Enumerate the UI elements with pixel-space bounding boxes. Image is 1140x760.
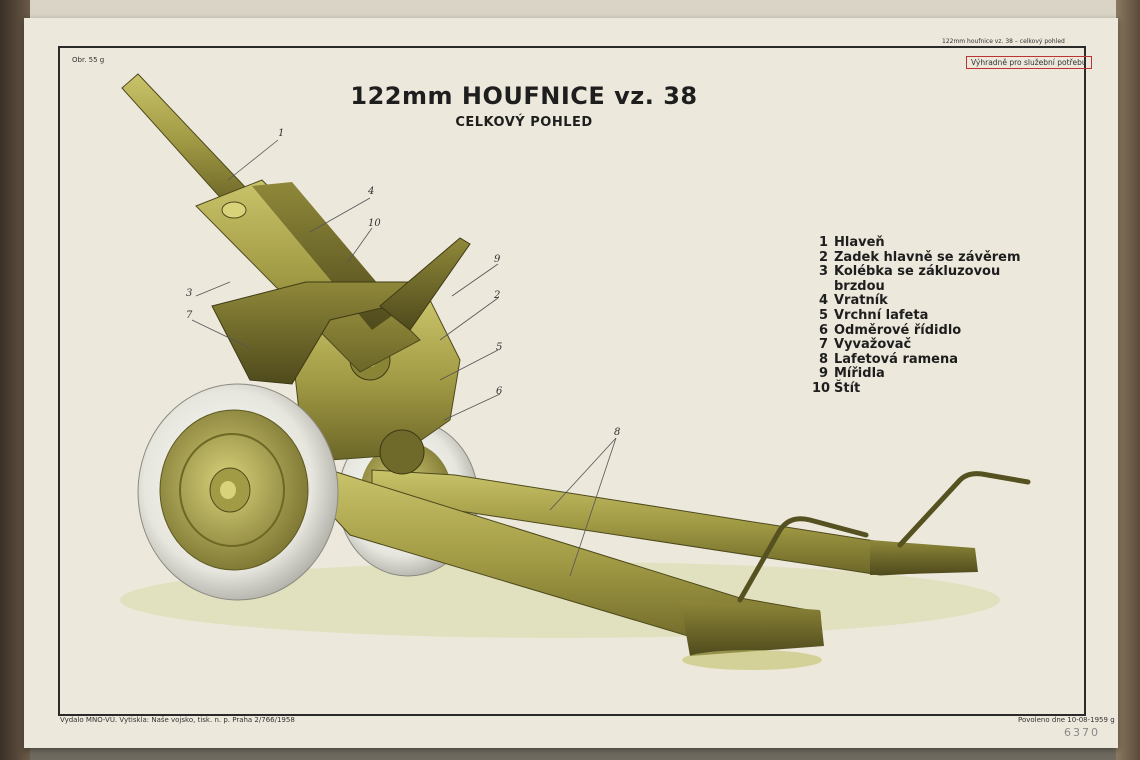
callout-2: 2 <box>494 290 501 301</box>
poster-subtitle: CELKOVÝ POHLED <box>455 115 593 130</box>
callout-10: 10 <box>368 218 381 229</box>
callout-6: 6 <box>496 386 503 397</box>
callout-7: 7 <box>186 310 193 321</box>
wall-right <box>1116 0 1140 760</box>
poster-frame <box>58 46 1086 716</box>
figure-number: Obr. 55 g <box>72 56 105 64</box>
callout-5: 5 <box>496 342 503 353</box>
restriction-stamp: Výhradně pro služební potřebu <box>966 56 1092 69</box>
poster-title: 122mm HOUFNICE vz. 38 <box>350 82 698 110</box>
footer-approval: Povoleno dne 10-08-1959 g <box>1018 716 1115 724</box>
gun-shield <box>211 237 471 385</box>
top-right-caption: 122mm houfnice vz. 38 – celkový pohled <box>942 38 1065 45</box>
legend-item-continuation: brzdou <box>834 278 885 294</box>
footer-publisher: Vydalo MNO-VÚ. Vytiskla: Naše vojsko, ti… <box>60 716 295 724</box>
callout-3: 3 <box>186 288 193 299</box>
trail-leg-left <box>317 469 824 670</box>
trail-handles <box>737 471 1031 603</box>
front-wheel <box>137 383 339 601</box>
callout-9: 9 <box>494 254 501 265</box>
callout-4: 4 <box>368 186 375 197</box>
callout-1: 1 <box>278 128 285 139</box>
callout-8: 8 <box>614 427 621 438</box>
stock-number: 6370 <box>1064 726 1100 739</box>
leader-lines <box>191 139 617 577</box>
